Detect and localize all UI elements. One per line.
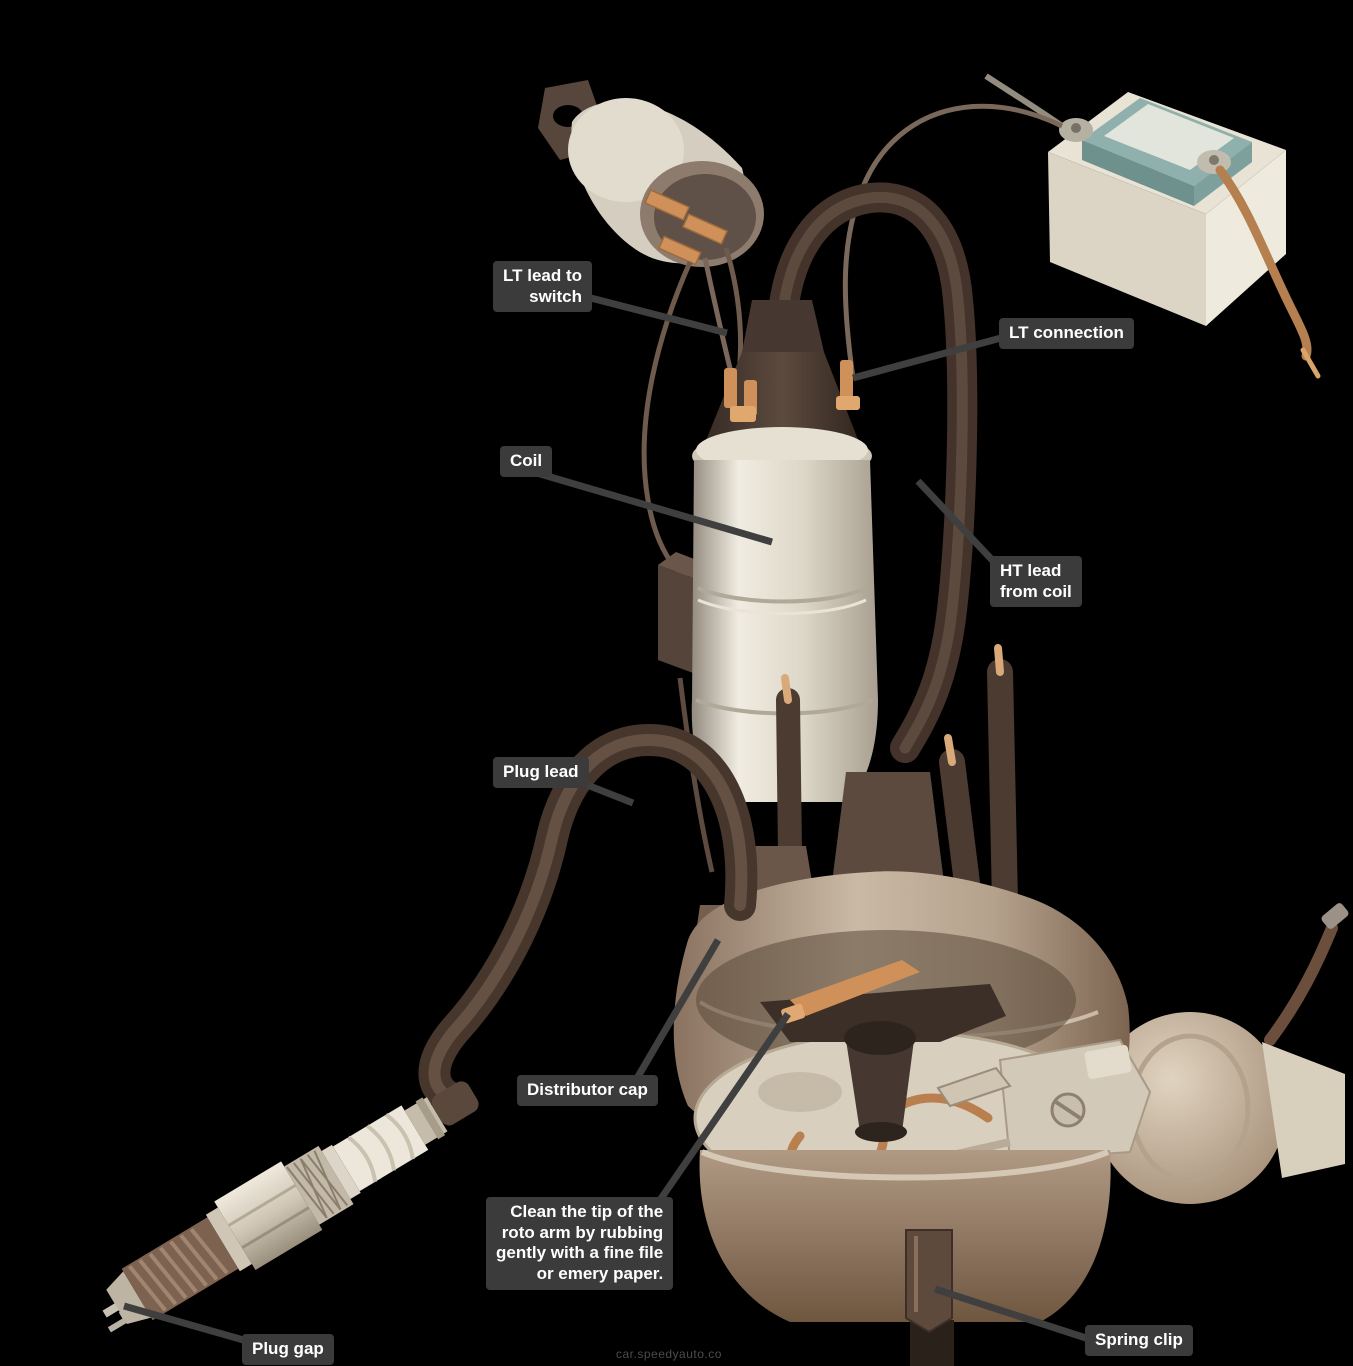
label-ht-lead-from-coil: HT lead from coil — [990, 556, 1082, 608]
coil-band — [697, 586, 867, 604]
shaft-base — [855, 1122, 907, 1142]
battery-copper-wire — [1215, 165, 1312, 361]
coil-ht-tower — [742, 300, 824, 352]
battery-cell-front — [1082, 140, 1194, 206]
switch-cavity — [654, 174, 756, 260]
battery-side-face — [1206, 150, 1286, 326]
rotor-arm-illustration — [760, 960, 1006, 1142]
coil-body — [691, 460, 878, 802]
cam-lobe — [758, 1072, 842, 1112]
ht-lead-illustration — [768, 182, 978, 763]
hex-facet — [227, 1184, 297, 1227]
leader-line-lt-connection — [852, 334, 1002, 382]
hex-nut — [214, 1161, 323, 1271]
vacuum-pipe-union — [1321, 903, 1349, 929]
lead-boot — [431, 1081, 479, 1126]
leader-line-roto-arm-note — [655, 1012, 791, 1205]
condenser — [1084, 1045, 1132, 1079]
bracket — [1262, 1042, 1345, 1178]
points-arm — [936, 1066, 1012, 1108]
hex-facet — [241, 1206, 310, 1250]
plug-lead-stub — [776, 688, 802, 864]
ceramic-insulator — [332, 1105, 429, 1192]
rotor-boss — [844, 1021, 916, 1055]
label-lt-lead-to-switch: LT lead to switch — [493, 261, 593, 313]
switch-body-front — [568, 98, 684, 202]
threads — [128, 1228, 229, 1312]
battery-copper-wire-tip — [1300, 347, 1321, 379]
battery-front-face — [1048, 152, 1206, 326]
battery-terminal-post — [1209, 155, 1219, 165]
washer — [205, 1207, 252, 1272]
exposed-wire-tip — [781, 674, 792, 704]
exposed-wire-tip — [944, 734, 956, 766]
leader-line-spring-clip — [933, 1285, 1091, 1343]
leader-line-lt-lead-to-switch — [582, 292, 728, 337]
leader-line-coil — [529, 467, 773, 546]
label-spring-clip: Spring clip — [1085, 1325, 1193, 1356]
terminal-band — [415, 1097, 446, 1140]
vacuum-pipe — [1264, 922, 1338, 1046]
leader-lines — [123, 292, 1091, 1345]
screw-slot — [1054, 1100, 1082, 1120]
coil-lt-terminals — [724, 360, 860, 422]
lt-wire-to-distributor — [677, 677, 715, 873]
shaft — [846, 1040, 914, 1132]
spring-clip-illustration — [905, 1229, 953, 1334]
label-plug-lead: Plug lead — [493, 757, 589, 788]
plug-lead-illustration — [418, 724, 758, 1116]
contact-breaker-illustration — [758, 1038, 1152, 1185]
coil-cap — [702, 352, 862, 450]
bowl-rim-highlight — [700, 1149, 1110, 1181]
rotor-copper-strip — [790, 960, 920, 1016]
coil-band-highlight — [697, 598, 867, 615]
lt-wire-battery-to-coil — [842, 103, 1064, 379]
ignition-switch-illustration — [538, 80, 1064, 589]
leader-line-distributor-cap — [632, 938, 722, 1082]
leader-line-ht-lead — [915, 478, 997, 565]
exposed-wire-tip — [994, 644, 1004, 676]
label-distributor-cap: Distributor cap — [517, 1075, 658, 1106]
knurling — [286, 1150, 349, 1219]
label-coil: Coil — [500, 446, 553, 477]
battery-terminal-post — [1071, 123, 1081, 133]
leader-line-plug-gap — [123, 1302, 248, 1345]
label-clean-roto-arm-note: Clean the tip of the roto arm by rubbing… — [486, 1197, 674, 1290]
label-plug-gap: Plug gap — [242, 1334, 334, 1365]
coil-illustration — [658, 300, 878, 873]
watermark: car.speedyauto.co — [616, 1347, 722, 1361]
vacuum-diaphragm — [1094, 1012, 1286, 1204]
spring-clip-shape — [905, 1229, 953, 1334]
shell-step — [321, 1144, 361, 1200]
battery-label-stripe — [1104, 104, 1234, 170]
spark-plug-illustration — [102, 1081, 479, 1333]
switch-terminals — [643, 189, 729, 266]
insulator-ribs — [347, 1112, 415, 1183]
label-lt-connection: LT connection — [999, 318, 1134, 349]
battery-illustration — [984, 73, 1321, 379]
